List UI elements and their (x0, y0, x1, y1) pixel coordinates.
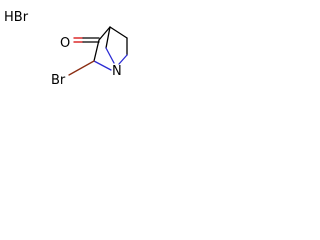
bond-bromo-carbon-to-bromine (68, 60, 95, 76)
oxygen-atom-label: O (60, 36, 70, 51)
bromine-atom-label: Br (51, 73, 66, 88)
bond-right-to-nitrogen (118, 54, 128, 65)
bond-center-to-nitrogen (105, 47, 115, 64)
nitrogen-atom-label: N (112, 64, 122, 79)
bond-bromo-carbon-to-nitrogen (93, 60, 112, 71)
bond-bridgehead-to-ch2-right (109, 26, 128, 39)
bond-carbonyl-to-bridgehead (98, 26, 111, 41)
hbr-salt-label: HBr (4, 10, 29, 25)
molecule-structure-diagram: HBr O Br N (4, 10, 128, 88)
bond-bridgehead-to-center (105, 26, 111, 49)
bond-carbonyl-to-bromo-carbon (93, 39, 100, 62)
bond-set (68, 26, 128, 76)
